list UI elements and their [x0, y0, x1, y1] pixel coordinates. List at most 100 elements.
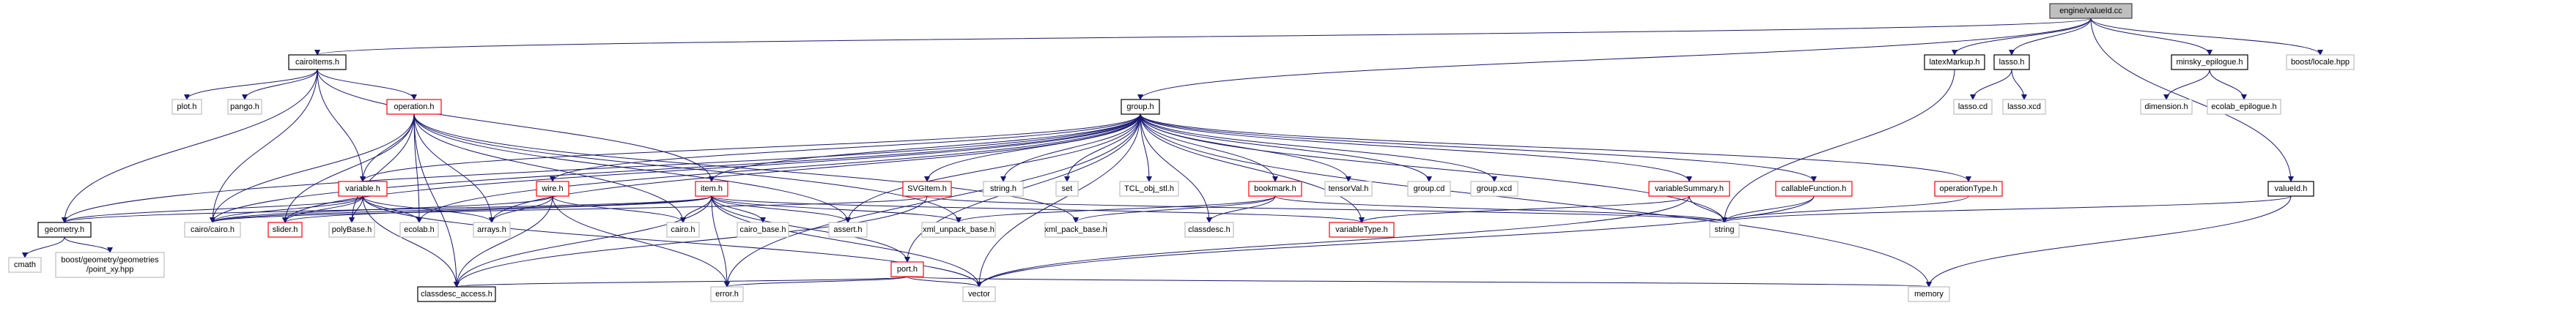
node-cmath[interactable]: cmath — [8, 257, 42, 273]
node-label: variableSummary.h — [1655, 184, 1724, 193]
node-geometry-h[interactable]: geometry.h — [37, 222, 92, 238]
node-group-h[interactable]: group.h — [1121, 99, 1160, 115]
node-classdesc-access-h[interactable]: classdesc_access.h — [417, 286, 496, 302]
node-ecolab-epilogue-h[interactable]: ecolab_epilogue.h — [2207, 99, 2281, 115]
edge-SVGItem-h-to-string — [926, 195, 1727, 223]
node-latexMarkup-h[interactable]: latexMarkup.h — [1924, 54, 1985, 70]
node-label: geometry.h — [45, 225, 84, 234]
node-error-h[interactable]: error.h — [710, 286, 744, 302]
node-item-h[interactable]: item.h — [695, 181, 728, 197]
node-box — [184, 222, 241, 238]
node-label: group.h — [1126, 102, 1154, 111]
node-group-cd[interactable]: group.cd — [1407, 181, 1451, 197]
node-label: minsky_epilogue.h — [2176, 58, 2243, 67]
edge-operation-h-to-assert-h — [413, 113, 851, 223]
edge-operation-h-to-slider-h — [282, 113, 415, 223]
node-lasso-xcd[interactable]: lasso.xcd — [2002, 99, 2046, 115]
node-variableType-h[interactable]: variableType.h — [1329, 222, 1395, 238]
node-label: arrays.h — [477, 225, 506, 234]
node-cairoItems-h[interactable]: cairoItems.h — [288, 54, 347, 70]
edge-group-h-to-wire-h — [550, 113, 1141, 182]
edge-layer — [22, 18, 2323, 288]
node-box — [1055, 181, 1079, 197]
edge-variable-h-to-cairo-cairo-h — [210, 195, 363, 223]
node-variableSummary-h[interactable]: variableSummary.h — [1648, 181, 1730, 197]
node-box — [737, 222, 789, 238]
node-operation-h[interactable]: operation.h — [386, 99, 442, 115]
node-vector[interactable]: vector — [962, 286, 996, 302]
edge-group-h-to-variableType-h — [1140, 113, 1365, 223]
node-set[interactable]: set — [1055, 181, 1079, 197]
node-label: tensorVal.h — [1329, 184, 1369, 193]
node-label: plot.h — [177, 102, 197, 111]
node-variable-h[interactable]: variable.h — [338, 181, 388, 197]
node-valueId-cc[interactable]: engine/valueId.cc — [2049, 3, 2133, 19]
node-label: cmath — [14, 261, 36, 269]
node-label: bookmark.h — [1254, 184, 1296, 193]
edge-group-h-to-assert-h — [845, 113, 1141, 223]
node-xml-pack-base-h[interactable]: xml_pack_base.h — [1044, 222, 1107, 238]
node-operationType-h[interactable]: operationType.h — [1934, 181, 2003, 197]
node-label: set — [1062, 184, 1073, 193]
node-plot-h[interactable]: plot.h — [171, 99, 202, 115]
node-port-h[interactable]: port.h — [890, 261, 924, 277]
node-box — [473, 222, 511, 238]
node-wire-h[interactable]: wire.h — [536, 181, 569, 197]
node-cairo-base-h[interactable]: cairo_base.h — [737, 222, 789, 238]
edge-port-h-to-classdesc-access-h — [454, 276, 908, 288]
node-lasso-cd[interactable]: lasso.cd — [1953, 99, 1993, 115]
node-TCL-obj-stl-h[interactable]: TCL_obj_stl.h — [1119, 181, 1179, 197]
node-box — [37, 222, 92, 238]
node-boost-locale[interactable]: boost/locale.hpp — [2286, 54, 2355, 70]
node-label: port.h — [897, 265, 918, 274]
node-cairo-cairo-h[interactable]: cairo/cairo.h — [184, 222, 241, 238]
edge-item-h-to-geometry-h — [62, 195, 712, 223]
node-arrays-h[interactable]: arrays.h — [473, 222, 511, 238]
edge-variable-h-to-geometry-h — [62, 195, 363, 223]
node-box — [1924, 54, 1985, 70]
edge-group-h-to-ecolab-h — [416, 113, 1141, 223]
node-box — [1119, 181, 1179, 197]
node-lasso-h[interactable]: lasso.h — [1993, 54, 2030, 70]
edge-geometry-h-to-boost-geometry — [64, 236, 113, 253]
node-label: latexMarkup.h — [1929, 58, 1979, 67]
node-xml-unpack-base-h[interactable]: xml_unpack_base.h — [921, 222, 996, 238]
edge-item-h-to-variableType-h — [711, 195, 1365, 223]
edge-valueId-cc-to-boost-locale — [2090, 18, 2323, 56]
node-label: pango.h — [230, 102, 259, 111]
node-minsky-epilogue-h[interactable]: minsky_epilogue.h — [2171, 54, 2248, 70]
node-box — [267, 222, 303, 238]
node-string[interactable]: string — [1709, 222, 1740, 238]
node-SVGItem-h[interactable]: SVGItem.h — [902, 181, 952, 197]
node-polyBase-h[interactable]: polyBase.h — [328, 222, 375, 238]
node-string-h[interactable]: string.h — [983, 181, 1024, 197]
node-cairo-h[interactable]: cairo.h — [666, 222, 700, 238]
node-label: error.h — [715, 290, 739, 299]
node-boost-geometry[interactable]: boost/geometry/geometries/point_xy.hpp — [55, 252, 165, 278]
node-slider-h[interactable]: slider.h — [267, 222, 303, 238]
edge-group-h-to-slider-h — [282, 113, 1141, 223]
node-tensorVal-h[interactable]: tensorVal.h — [1324, 181, 1373, 197]
edge-variableSummary-h-to-variableType-h — [1359, 195, 1690, 223]
node-callableFunction-h[interactable]: callableFunction.h — [1775, 181, 1853, 197]
edge-operation-h-to-xml-pack-base-h — [413, 113, 1079, 223]
node-label: vector — [968, 290, 990, 299]
node-box — [338, 181, 388, 197]
node-ecolab-h[interactable]: ecolab.h — [399, 222, 439, 238]
node-pango-h[interactable]: pango.h — [227, 99, 262, 115]
node-dimension-h[interactable]: dimension.h — [2140, 99, 2193, 115]
edge-group-h-to-SVGItem-h — [924, 113, 1141, 182]
node-box — [1934, 181, 2003, 197]
node-bookmark-h[interactable]: bookmark.h — [1248, 181, 1302, 197]
node-box — [2267, 181, 2314, 197]
node-valueId-h[interactable]: valueId.h — [2267, 181, 2314, 197]
node-label: classdesc.h — [1188, 225, 1230, 234]
edge-group-h-to-vector — [976, 113, 1141, 288]
node-classdesc-h[interactable]: classdesc.h — [1184, 222, 1234, 238]
edge-cairoItems-h-to-plot-h — [184, 69, 318, 100]
node-group-xcd[interactable]: group.xcd — [1470, 181, 1518, 197]
edge-port-h-to-error-h — [724, 276, 908, 288]
node-memory[interactable]: memory — [1908, 286, 1950, 302]
node-assert-h[interactable]: assert.h — [828, 222, 868, 238]
node-box — [1248, 181, 1302, 197]
